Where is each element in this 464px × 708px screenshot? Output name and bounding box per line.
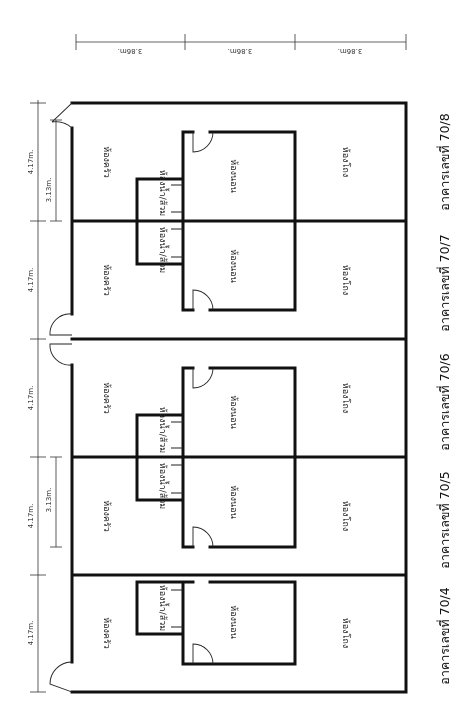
building-label: อาคารเลขที่ 70/4: [436, 587, 452, 684]
side-dimension-label: 4.17m.: [27, 504, 35, 529]
room-label-kitchen: ห้องครัว: [101, 617, 112, 649]
top-dimension-label: 3.86m.: [228, 47, 253, 55]
side-dimension-label: 4.17m.: [27, 621, 35, 646]
room-label-bathroom: ห้องน้ำ/ส้วม: [157, 407, 170, 454]
inner-dimension-label: 3.13m.: [45, 488, 53, 513]
building-label: อาคารเลขที่ 70/6: [436, 353, 452, 450]
top-dimension-label: 3.86m.: [118, 47, 143, 55]
side-dimension-label: 4.17m.: [27, 386, 35, 411]
building-label: อาคารเลขที่ 70/7: [436, 234, 452, 331]
building-label: อาคารเลขที่ 70/5: [436, 471, 452, 568]
side-dimension-label: 4.17m.: [27, 150, 35, 175]
room-label-kitchen: ห้องครัว: [101, 264, 112, 296]
room-label-hall: ห้องโถง: [340, 618, 351, 648]
room-labels: ห้องครัว ห้องครัว ห้องครัว ห้องครัว ห้อง…: [101, 146, 351, 649]
inner-dimension: 3.13m.: [45, 456, 62, 548]
bathroom-walls: [135, 177, 185, 636]
room-label-bathroom: ห้องน้ำ/ส้วม: [157, 227, 170, 274]
room-label-hall: ห้องโถง: [340, 265, 351, 295]
room-label-bathroom: ห้องน้ำ/ส้วม: [157, 585, 170, 632]
room-label-bathroom: ห้องน้ำ/ส้วม: [157, 170, 170, 217]
top-dimension-label: 3.86m.: [338, 47, 363, 55]
bedroom-walls: [181, 130, 297, 666]
inner-dimension-label: 3.13m.: [45, 178, 53, 203]
top-dimension-chain: 3.86m. 3.86m. 3.86m.: [75, 34, 407, 55]
room-label-bedroom: ห้องนอน: [228, 485, 239, 518]
room-label-hall: ห้องโถง: [340, 147, 351, 177]
entrance-door: [49, 102, 73, 693]
room-label-bedroom: ห้องนอน: [228, 159, 239, 192]
room-label-bedroom: ห้องนอน: [228, 249, 239, 282]
room-label-hall: ห้องโถง: [340, 501, 351, 531]
side-dimension-chain: 4.17m. 4.17m. 4.17m. 4.17m. 4.17m.: [27, 100, 46, 693]
unit-partitions: [70, 219, 408, 577]
side-dimension-label: 4.17m.: [27, 268, 35, 293]
building-label: อาคารเลขที่ 70/8: [436, 113, 452, 210]
building-labels: อาคารเลขที่ 70/8 อาคารเลขที่ 70/7 อาคารเ…: [436, 113, 452, 684]
room-label-bedroom: ห้องนอน: [228, 395, 239, 428]
room-label-kitchen: ห้องครัว: [101, 500, 112, 532]
inner-dimension: 3.13m.: [45, 119, 62, 222]
room-label-hall: ห้องโถง: [340, 383, 351, 413]
outer-walls: [70, 101, 408, 694]
room-label-kitchen: ห้องครัว: [101, 382, 112, 414]
room-label-kitchen: ห้องครัว: [101, 146, 112, 178]
room-label-bedroom: ห้องนอน: [228, 605, 239, 638]
room-label-bathroom: ห้องน้ำ/ส้วม: [157, 463, 170, 510]
